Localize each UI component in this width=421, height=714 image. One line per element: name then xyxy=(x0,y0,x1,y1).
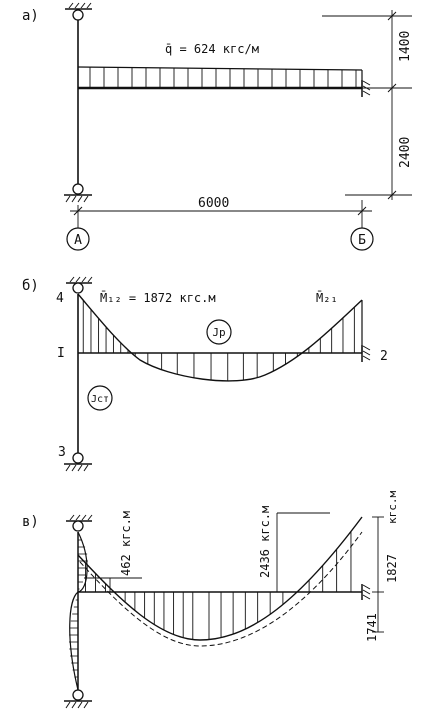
axis-b-label: Б xyxy=(358,233,366,248)
fixed-end-c xyxy=(361,584,371,600)
span-dimension: 6000 xyxy=(70,196,372,228)
annotation-2436: 2436 кгс.м xyxy=(258,506,330,592)
inertia-beam-marker: Jр xyxy=(206,319,232,345)
moment-diagram-c xyxy=(77,516,363,647)
axis-marker-b: Б xyxy=(350,227,374,251)
fixed-end-b xyxy=(361,345,371,362)
panel-c-label: в) xyxy=(22,514,39,530)
node-2: 2 xyxy=(380,349,388,364)
right-dimensions-c: кгс.м 1827 1741 xyxy=(365,491,399,642)
inertia-column-marker: Jст xyxy=(87,385,113,411)
dim-1400: 1400 xyxy=(398,31,413,62)
top-support-a xyxy=(65,2,92,21)
panel-b-label: б) xyxy=(22,278,39,294)
node-3: 3 xyxy=(58,445,66,460)
annotation-462: 462 кгс.м xyxy=(84,511,142,592)
node-4: 4 xyxy=(56,291,64,306)
bottom-hinge-a xyxy=(72,183,84,195)
inertia-column-label: Jст xyxy=(91,394,109,405)
panel-c: в) xyxy=(22,491,399,709)
node-1: I xyxy=(57,346,65,361)
value-462: 462 кгс.м xyxy=(119,511,133,576)
inertia-beam-label: Jр xyxy=(212,326,225,339)
dim-6000: 6000 xyxy=(198,196,229,211)
load-label: q̄ = 624 кгс/м xyxy=(165,42,259,56)
axis-a-label: А xyxy=(74,233,82,248)
bottom-support-a xyxy=(64,183,92,203)
bottom-support-c xyxy=(64,689,92,709)
moment-m21-label: M̄₂₁ xyxy=(316,291,338,305)
top-support-b xyxy=(66,276,93,294)
value-1827: 1827 xyxy=(385,554,399,583)
value-1741: 1741 xyxy=(365,613,379,642)
axis-marker-a: А xyxy=(66,227,90,251)
moment-diagram-b xyxy=(77,293,363,382)
distributed-load xyxy=(77,66,363,88)
top-support-c xyxy=(66,514,93,532)
fixed-end-a xyxy=(361,80,371,97)
bottom-support-b xyxy=(64,452,92,472)
panel-a: а) q̄ = 624 кгс/м xyxy=(22,2,413,251)
vertical-dimension: 1400 2400 xyxy=(322,10,413,200)
moment-m12-label: M̄₁₂ = 1872 кгс.м xyxy=(100,291,216,305)
top-hinge-a xyxy=(72,9,84,21)
dim-2400: 2400 xyxy=(398,137,413,168)
panel-b: б) xyxy=(22,276,388,472)
value-unit: кгс.м xyxy=(386,491,399,524)
value-2436: 2436 кгс.м xyxy=(258,506,272,578)
panel-a-label: а) xyxy=(22,8,39,24)
